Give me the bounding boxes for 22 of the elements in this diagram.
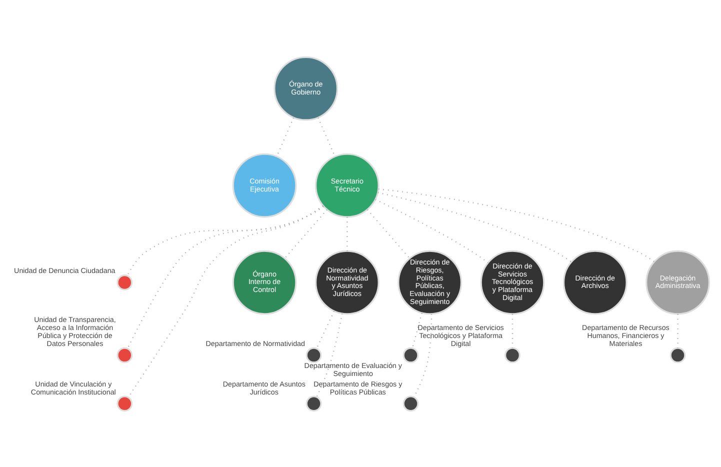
connector	[316, 310, 335, 348]
node-circle	[116, 346, 133, 363]
connector	[378, 188, 654, 262]
connector	[378, 191, 572, 262]
node-circle	[402, 395, 419, 412]
connector	[375, 198, 488, 263]
node-circle	[670, 346, 686, 363]
connector	[126, 205, 324, 276]
connector	[127, 205, 324, 348]
connector	[412, 312, 422, 348]
node-circle	[306, 346, 322, 363]
connector	[366, 208, 410, 258]
connector	[128, 204, 324, 398]
node-circle	[402, 346, 419, 363]
node-circle	[504, 346, 520, 363]
connector	[318, 116, 336, 156]
connector	[284, 208, 328, 258]
node-circle	[306, 395, 322, 412]
node-circle	[116, 395, 133, 412]
connector	[276, 116, 294, 156]
connector	[316, 313, 343, 397]
node-circle	[116, 274, 133, 290]
